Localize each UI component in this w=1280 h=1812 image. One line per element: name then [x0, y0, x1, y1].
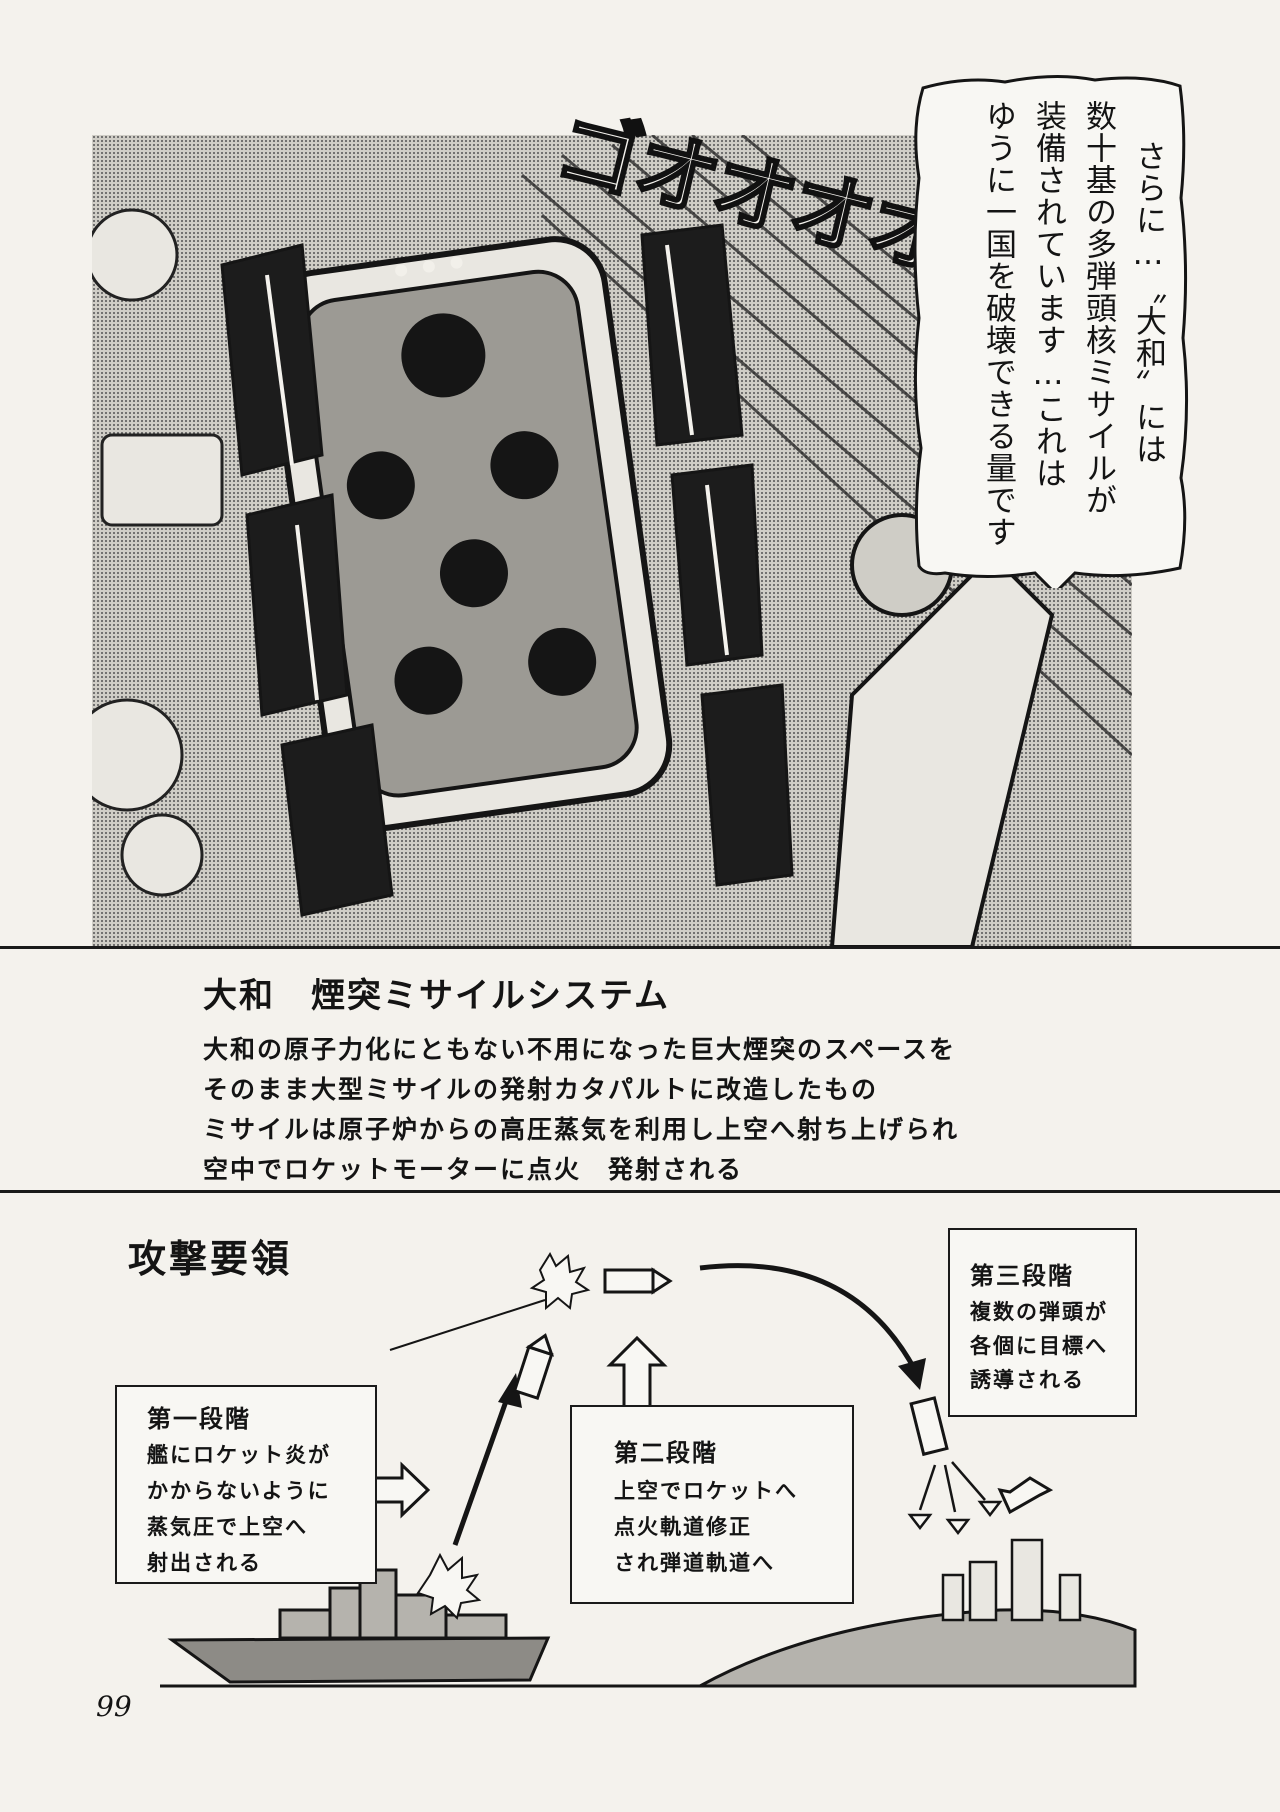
exhaust-trail [389, 1299, 546, 1351]
stage-1-title: 第一段階 [147, 1405, 251, 1433]
warheads [907, 1461, 1003, 1536]
info-line: ミサイルは原子炉からの高圧蒸気を利用し上空へ射ち上げられ [203, 1115, 960, 1144]
stage-1-line: 艦にロケット炎が [147, 1443, 331, 1467]
speech-line: 装備されています…これは [1030, 100, 1066, 489]
missile-stage-1 [512, 1333, 555, 1401]
speech-line: 数十基の多弾頭核ミサイルが [1080, 100, 1116, 516]
stage-1-line: 射出される [147, 1551, 262, 1575]
city-buildings [941, 1538, 1082, 1622]
battleship [167, 1568, 551, 1684]
launch-burst [416, 1552, 482, 1620]
page-number: 99 [96, 1690, 132, 1723]
speech-line: さらに…〝大和〟には [1130, 140, 1166, 465]
missile-stage-3 [909, 1396, 949, 1457]
stage-2-box: 第二段階 上空でロケットへ 点火軌道修正 され弾道軌道へ [570, 1405, 854, 1604]
stage-1-line: かからないように [147, 1479, 331, 1503]
stage-2-title: 第二段階 [614, 1439, 718, 1467]
info-title: 大和 煙突ミサイルシステム [203, 976, 670, 1016]
section-divider [0, 1190, 1280, 1193]
stage-1-box: 第一段階 艦にロケット炎が かからないように 蒸気圧で上空へ 射出される [115, 1385, 377, 1584]
stage-2-line: され弾道軌道へ [614, 1551, 775, 1575]
info-line: 空中でロケットモーターに点火 発射される [203, 1155, 744, 1184]
stage-3-line: 誘導される [970, 1368, 1085, 1392]
attack-diagram [160, 1251, 1137, 1688]
stage3-pointer-arrow [997, 1476, 1054, 1515]
diagram-title: 攻撃要領 [128, 1237, 293, 1281]
trajectory-arc [699, 1263, 918, 1372]
speech-bubble-text: さらに…〝大和〟には 数十基の多弾頭核ミサイルが 装備されています…これは ゆう… [940, 100, 1170, 560]
stage-3-box: 第三段階 複数の弾頭が 各個に目標へ 誘導される [948, 1228, 1137, 1417]
section-divider [0, 946, 1280, 949]
target-landmass [699, 1608, 1137, 1688]
stage-3-line: 複数の弾頭が [970, 1300, 1108, 1324]
stage-2-line: 点火軌道修正 [614, 1515, 752, 1539]
speech-bubble [913, 74, 1189, 588]
missile-stage-2 [603, 1267, 673, 1295]
info-line: 大和の原子力化にともない不用になった巨大煙突のスペースを [203, 1035, 957, 1064]
stage-1-line: 蒸気圧で上空へ [147, 1515, 308, 1539]
stage1-pointer-arrow [373, 1461, 431, 1519]
stage-3-title: 第三段階 [970, 1262, 1074, 1290]
ascent-arrow [452, 1389, 513, 1546]
stage-2-line: 上空でロケットへ [614, 1479, 798, 1503]
info-line: そのまま大型ミサイルの発射カタパルトに改造したもの [203, 1075, 879, 1104]
stage-3-line: 各個に目標へ [970, 1334, 1108, 1358]
speech-line: ゆうに一国を破壊できる量です [980, 100, 1016, 548]
ignition-flash [529, 1251, 591, 1311]
